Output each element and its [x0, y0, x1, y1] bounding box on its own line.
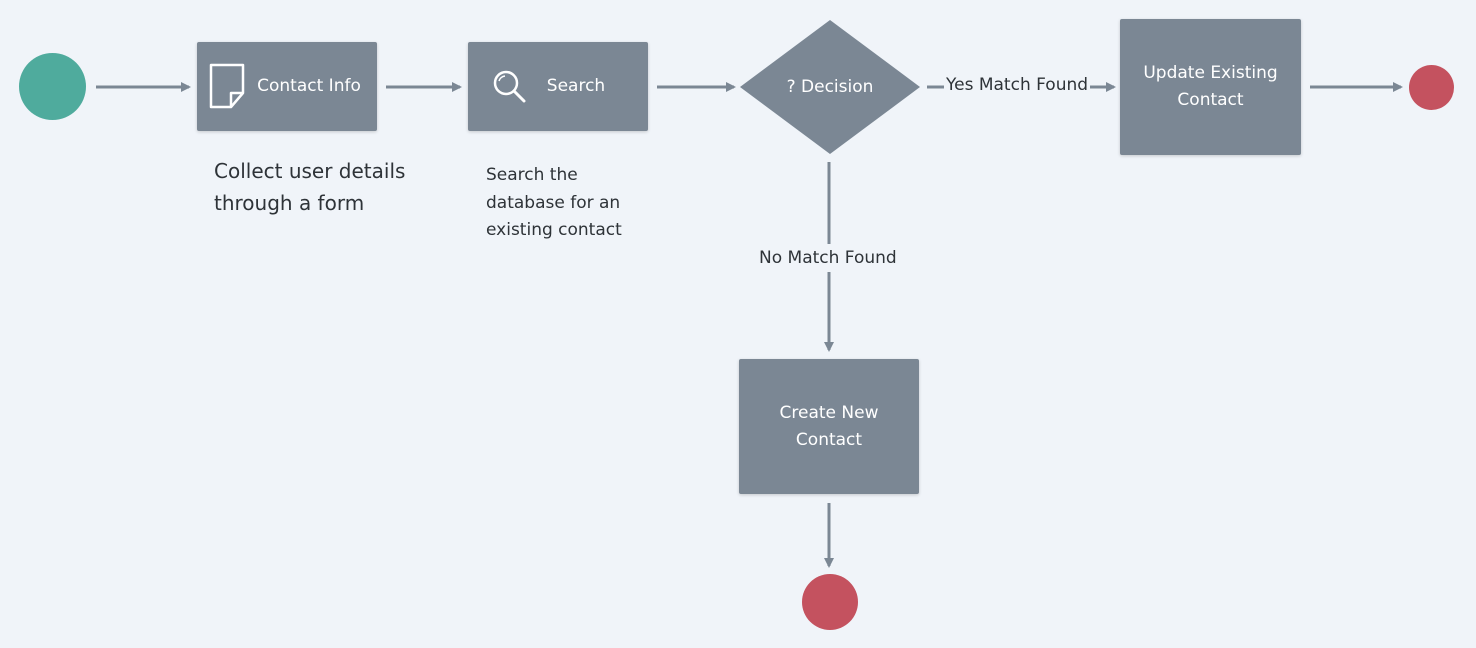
- update-existing-label-line1: Update Existing: [1143, 63, 1278, 83]
- create-new-node[interactable]: Create New Contact: [739, 359, 919, 494]
- start-node: [19, 53, 86, 120]
- create-new-label-line2: Contact: [795, 429, 863, 450]
- decision-label: ? Decision: [786, 77, 874, 97]
- contact-info-node[interactable]: Contact Info: [197, 42, 377, 131]
- search-node[interactable]: Search: [468, 42, 648, 131]
- search-icon: [493, 70, 526, 103]
- document-icon: [209, 63, 245, 109]
- create-new-label-line1: Create New: [779, 402, 879, 423]
- no-match-label: No Match Found: [757, 244, 899, 272]
- contact-info-label: Contact Info: [257, 76, 361, 96]
- search-annotation: Search the database for an existing cont…: [486, 165, 622, 240]
- yes-match-label: Yes Match Found: [944, 75, 1091, 95]
- end-node-create: [802, 574, 858, 630]
- search-label: Search: [546, 76, 606, 96]
- update-existing-node[interactable]: Update Existing Contact: [1120, 19, 1301, 155]
- contact-info-annotation: Collect user details through a form: [214, 159, 406, 215]
- update-existing-label-line2: Contact: [1177, 90, 1244, 110]
- end-node-update: [1409, 65, 1454, 110]
